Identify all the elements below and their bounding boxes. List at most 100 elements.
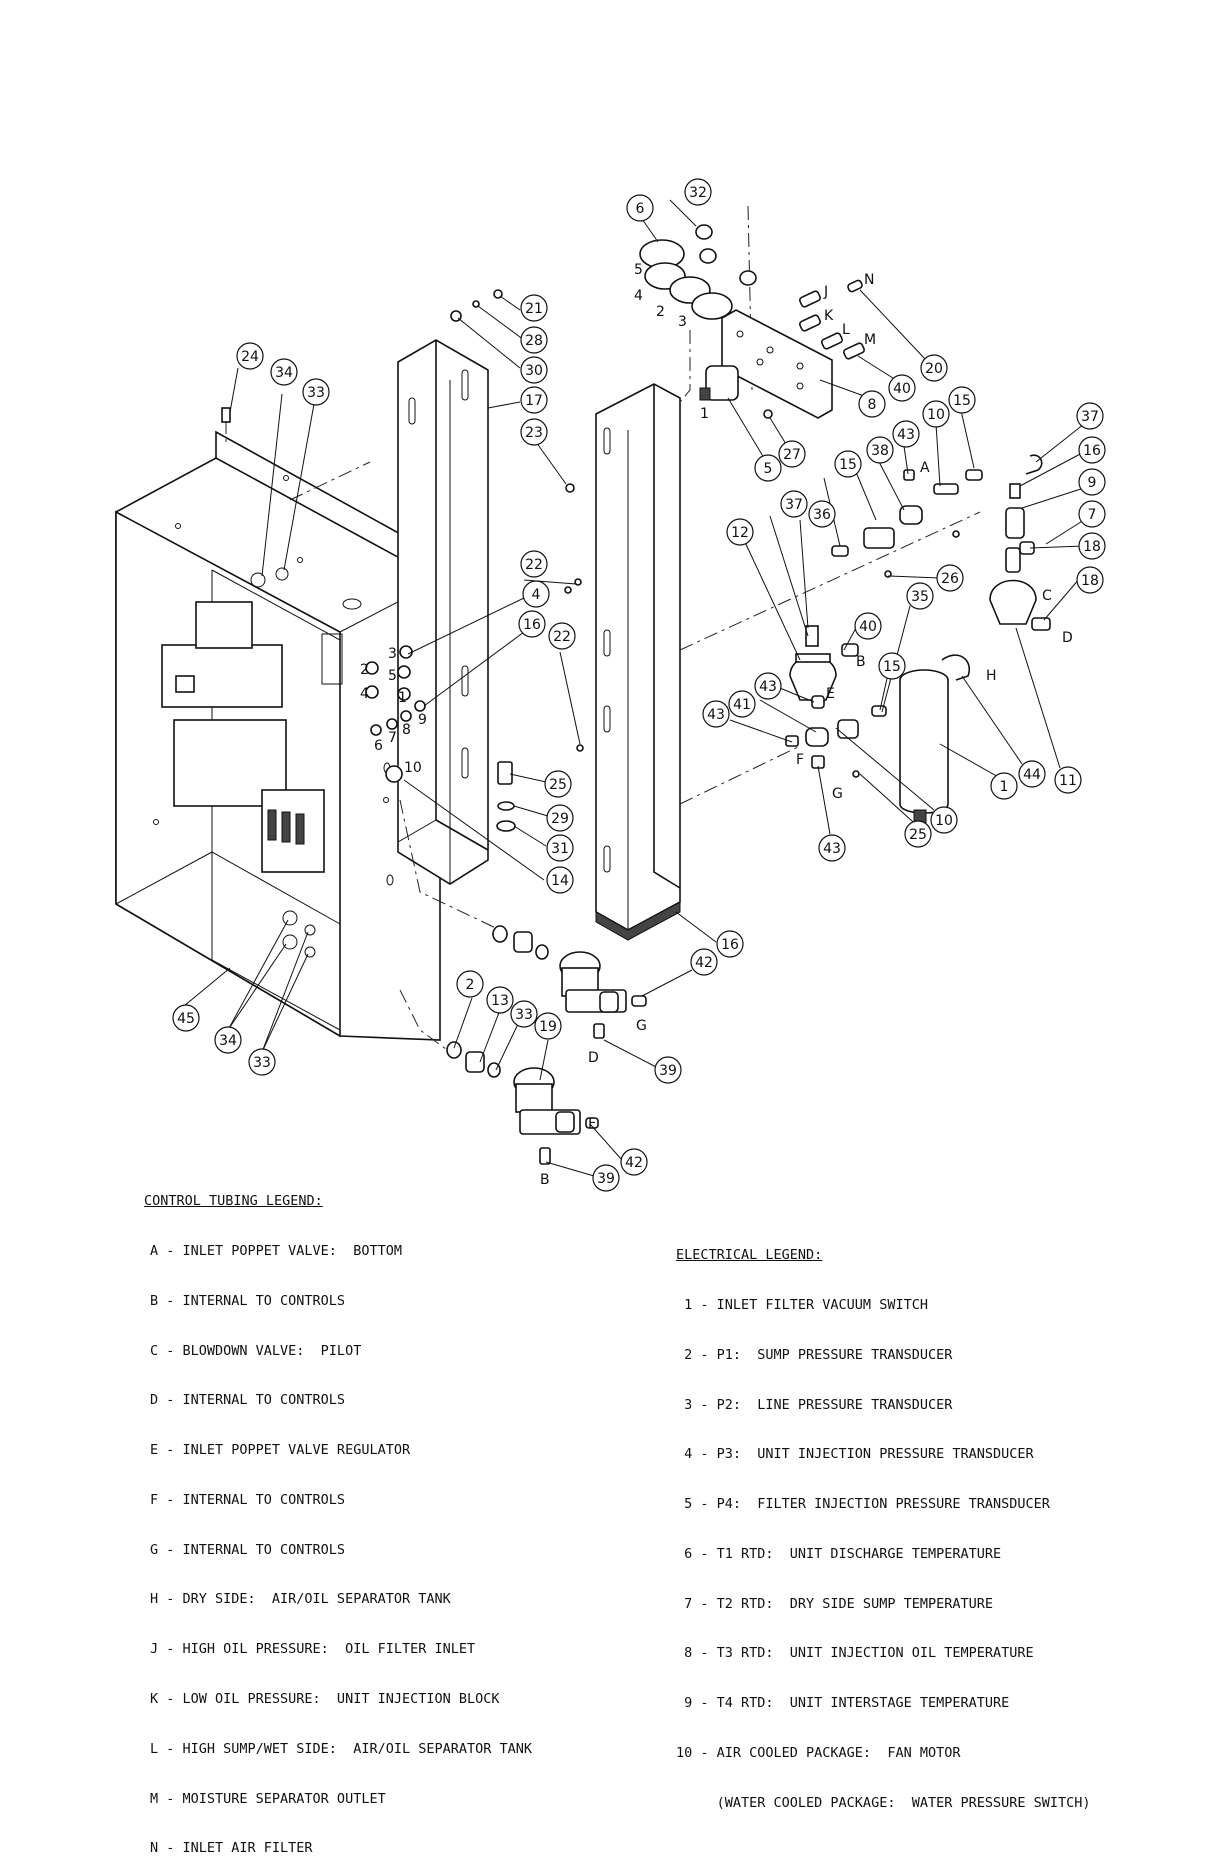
callout-bubble: 30 [520,356,548,384]
callout-bubble: 8 [858,390,886,418]
callout-bubble: 29 [546,804,574,832]
callout-bubble: 23 [520,418,548,446]
svg-text:15: 15 [883,659,901,675]
callout-bubble: 44 [1018,760,1046,788]
legend-item: (WATER COOLED PACKAGE: WATER PRESSURE SW… [676,1794,1091,1811]
legend-item: 9 - T4 RTD: UNIT INTERSTAGE TEMPERATURE [676,1695,1010,1712]
electrical-legend: ELECTRICAL LEGEND: 1 - INLET FILTER VACU… [676,1214,1091,1828]
callout-bubble: 45 [172,1004,200,1032]
svg-text:16: 16 [721,937,739,953]
svg-text:40: 40 [893,381,911,397]
svg-text:34: 34 [275,365,293,381]
svg-text:10: 10 [404,760,422,776]
exploded-parts-diagram: 1 2 4 5 6 7 8 9 10 11 12 13 14 15 16 17 … [115,178,1106,1192]
svg-text:5: 5 [634,262,643,278]
callout-bubble: 2 [456,970,484,998]
svg-text:43: 43 [823,841,841,857]
svg-text:N: N [864,272,874,288]
svg-text:1: 1 [1000,779,1009,795]
svg-text:34: 34 [219,1033,237,1049]
svg-text:32: 32 [689,185,707,201]
legend-item: 6 - T1 RTD: UNIT DISCHARGE TEMPERATURE [676,1545,1002,1562]
legend-item: 10 - AIR COOLED PACKAGE: FAN MOTOR [676,1745,961,1761]
svg-text:11: 11 [1059,773,1077,789]
callout-leaders [183,199,1085,1177]
callout-bubble: 15 [878,652,906,680]
svg-text:39: 39 [659,1063,677,1079]
oil-filter-icon [899,654,971,825]
svg-text:33: 33 [515,1007,533,1023]
callout-bubble: 25 [544,770,572,798]
callout-bubble: 7 [1078,500,1106,528]
vacuum-switch-icon [699,365,739,401]
svg-text:43: 43 [897,427,915,443]
callout-bubble: 25 [904,820,932,848]
svg-text:6: 6 [636,201,645,217]
callout-bubble: 9 [1078,468,1106,496]
callout-bubble: 19 [534,1012,562,1040]
svg-text:16: 16 [1083,443,1101,459]
svg-text:40: 40 [859,619,877,635]
legend-item: B - INTERNAL TO CONTROLS [150,1292,346,1309]
callout-bubble: 33 [302,378,330,406]
callout-bubble: 13 [486,986,514,1014]
callout-bubble: 34 [214,1026,242,1054]
svg-text:K: K [824,308,834,324]
callout-bubble: 37 [780,490,808,518]
callout-bubble: 17 [520,386,548,414]
callout-bubble: 38 [866,436,894,464]
callout-bubble: 16 [1078,436,1106,464]
legend-item: D - INTERNAL TO CONTROLS [150,1392,346,1409]
callout-bubble: 18 [1076,566,1104,594]
svg-text:12: 12 [731,525,749,541]
callout-bubble: 42 [620,1148,648,1176]
electrical-number-tags: 1 2 3 4 5 2 3 4 5 1 6 7 8 9 10 [360,262,709,776]
control-tubing-legend-title: CONTROL TUBING LEGEND: [144,1193,323,1210]
svg-text:F: F [796,752,804,768]
svg-text:A: A [920,460,930,476]
svg-text:17: 17 [525,393,543,409]
svg-text:6: 6 [374,738,383,754]
svg-text:4: 4 [634,288,643,304]
callout-bubble: 4 [522,580,550,608]
svg-text:5: 5 [764,461,773,477]
svg-text:29: 29 [551,811,569,827]
legend-item: 2 - P1: SUMP PRESSURE TRANSDUCER [676,1346,953,1363]
svg-text:8: 8 [868,397,877,413]
svg-text:28: 28 [525,333,543,349]
filter-bowl-icon [989,454,1043,625]
svg-text:1: 1 [398,690,407,706]
callout-bubble: 12 [726,518,754,546]
svg-text:42: 42 [625,1155,643,1171]
svg-text:18: 18 [1081,573,1099,589]
svg-text:9: 9 [1088,475,1097,491]
pressure-transducer-icon [639,224,757,320]
callout-bubble: 43 [892,420,920,448]
svg-text:2: 2 [466,977,475,993]
legend-item: 4 - P3: UNIT INJECTION PRESSURE TRANSDUC… [676,1446,1034,1463]
electrical-legend-title: ELECTRICAL LEGEND: [676,1247,823,1264]
legend-item: F - INTERNAL TO CONTROLS [150,1491,346,1508]
svg-text:45: 45 [177,1011,195,1027]
hardware-bolts [221,289,960,832]
svg-text:3: 3 [388,646,397,662]
svg-text:44: 44 [1023,767,1041,783]
legend-item: C - BLOWDOWN VALVE: PILOT [150,1342,362,1359]
svg-text:1: 1 [700,406,709,422]
callout-bubble: 10 [922,400,950,428]
svg-text:2: 2 [360,662,369,678]
svg-text:10: 10 [935,813,953,829]
svg-text:26: 26 [941,571,959,587]
callout-bubble: 5 [754,454,782,482]
svg-text:23: 23 [525,425,543,441]
callout-bubble: 43 [754,672,782,700]
svg-text:43: 43 [707,707,725,723]
svg-text:20: 20 [925,361,943,377]
svg-text:L: L [842,322,850,338]
svg-text:31: 31 [551,841,569,857]
svg-text:24: 24 [241,349,259,365]
solenoid-valve-upper-icon [559,951,647,1039]
moisture-separator-icon [789,625,837,701]
callout-bubble: 41 [728,690,756,718]
svg-text:21: 21 [525,301,543,317]
